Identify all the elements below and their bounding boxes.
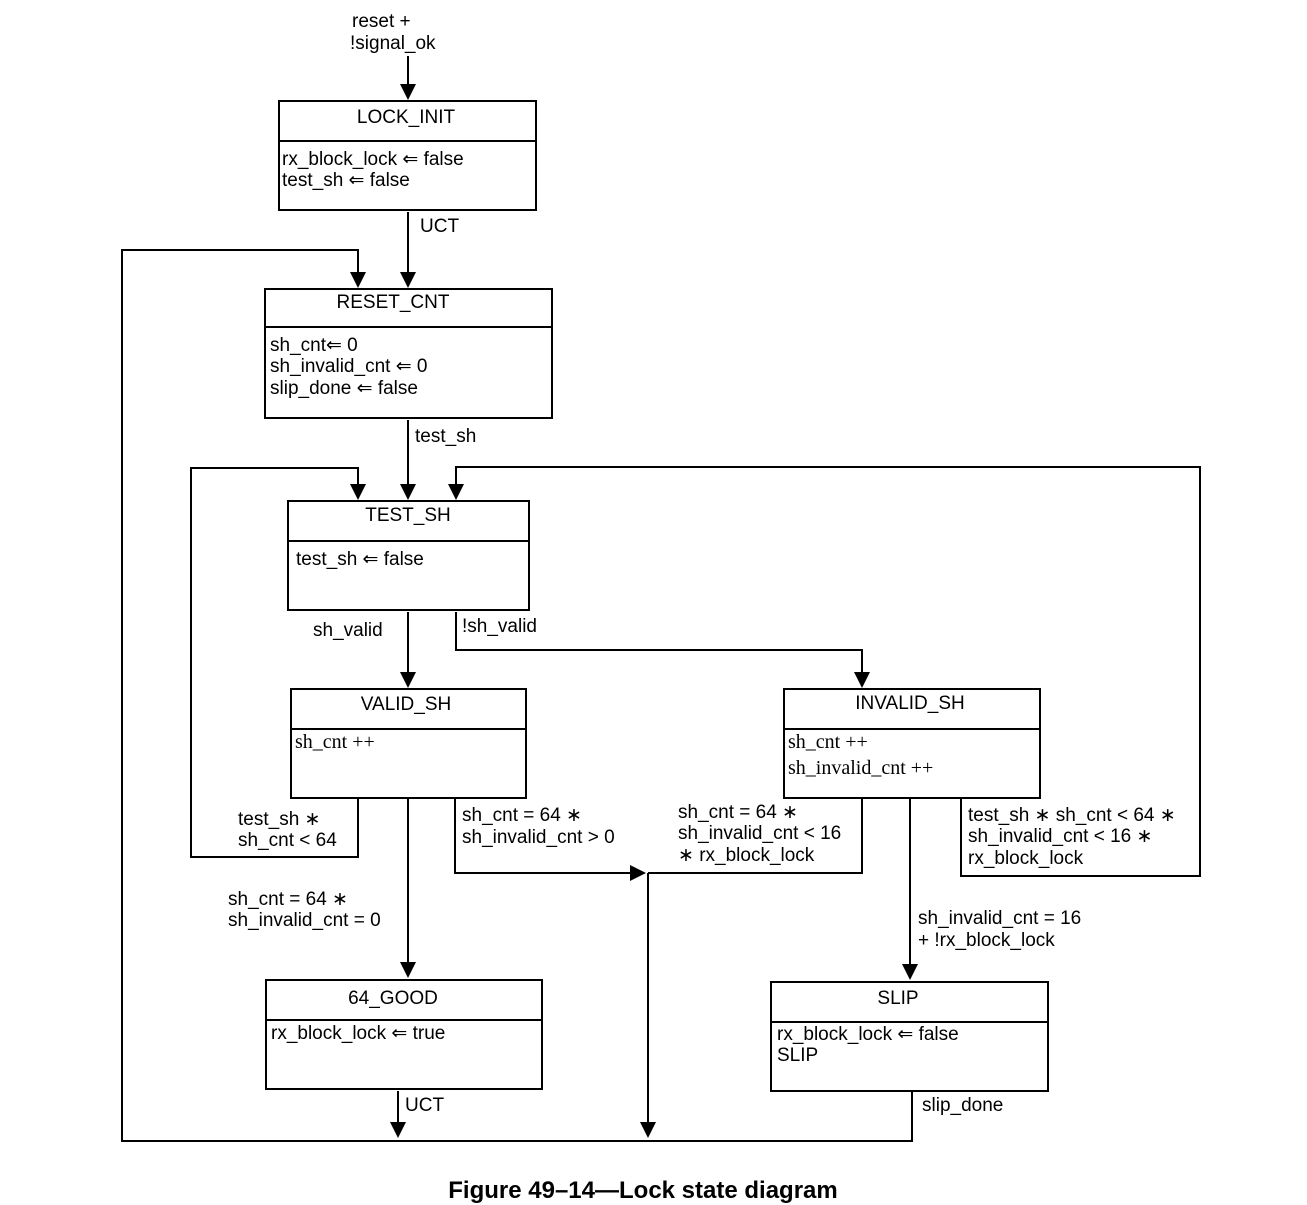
transition-label: sh_invalid_cnt = 0 xyxy=(228,910,381,931)
state-name: VALID_SH xyxy=(361,694,451,715)
state-name: RESET_CNT xyxy=(337,292,450,313)
transition-label: sh_cnt = 64 ∗ xyxy=(678,802,798,823)
transition-label: test_sh xyxy=(415,426,476,447)
state-name: INVALID_SH xyxy=(855,693,964,714)
transition-label: test_sh ∗ xyxy=(238,809,320,830)
state-action: rx_block_lock ⇐ false xyxy=(282,149,464,170)
figure-caption: Figure 49–14—Lock state diagram xyxy=(448,1177,837,1204)
state-action: sh_cnt ++ xyxy=(295,731,375,753)
state-action: sh_invalid_cnt ++ xyxy=(788,757,933,779)
transition-label: sh_valid xyxy=(313,620,383,641)
transition-label: UCT xyxy=(405,1095,444,1116)
transition-label: sh_invalid_cnt < 16 xyxy=(678,823,841,844)
state-slip: SLIP rx_block_lock ⇐ false SLIP xyxy=(770,981,1049,1092)
state-64-good: 64_GOOD rx_block_lock ⇐ true xyxy=(265,979,543,1090)
state-invalid-sh: INVALID_SH sh_cnt ++ sh_invalid_cnt ++ xyxy=(783,688,1041,799)
state-lock-init: LOCK_INIT rx_block_lock ⇐ false test_sh … xyxy=(278,100,537,211)
state-reset-cnt: RESET_CNT sh_cnt⇐ 0 sh_invalid_cnt ⇐ 0 s… xyxy=(264,288,553,419)
state-action: rx_block_lock ⇐ false xyxy=(777,1024,959,1045)
return-loop-to-reset-cnt xyxy=(121,249,913,1142)
transition-label: sh_cnt = 64 ∗ xyxy=(228,889,348,910)
transition-label: sh_invalid_cnt = 16 xyxy=(918,908,1081,929)
state-name: LOCK_INIT xyxy=(357,107,456,128)
state-action: sh_cnt⇐ 0 xyxy=(270,335,358,356)
transition-label: rx_block_lock xyxy=(968,848,1084,869)
state-action: slip_done ⇐ false xyxy=(270,378,418,399)
state-name: 64_GOOD xyxy=(348,988,438,1009)
state-action: SLIP xyxy=(777,1045,818,1066)
state-action: rx_block_lock ⇐ true xyxy=(271,1023,445,1044)
state-test-sh: TEST_SH test_sh ⇐ false xyxy=(287,500,530,611)
state-action: sh_invalid_cnt ⇐ 0 xyxy=(270,356,427,377)
transition-label: sh_cnt < 64 xyxy=(238,830,337,851)
transition-label: sh_cnt = 64 ∗ xyxy=(462,805,582,826)
state-action: test_sh ⇐ false xyxy=(282,170,410,191)
transition-label: sh_invalid_cnt < 16 ∗ xyxy=(968,826,1152,847)
state-action: sh_cnt ++ xyxy=(788,731,868,753)
entry-condition-line1: reset + xyxy=(352,11,411,32)
transition-label: slip_done xyxy=(922,1095,1003,1116)
transition-label: !sh_valid xyxy=(462,616,537,637)
state-name: TEST_SH xyxy=(365,505,451,526)
transition-label: UCT xyxy=(420,216,459,237)
transition-label: test_sh ∗ sh_cnt < 64 ∗ xyxy=(968,805,1176,826)
entry-arrowhead xyxy=(400,84,416,100)
transition-label: sh_invalid_cnt > 0 xyxy=(462,827,615,848)
transition-label: ∗ rx_block_lock xyxy=(678,845,815,866)
transition-label: + !rx_block_lock xyxy=(918,930,1055,951)
state-name: SLIP xyxy=(877,988,918,1009)
state-valid-sh: VALID_SH sh_cnt ++ xyxy=(290,688,527,799)
state-action: test_sh ⇐ false xyxy=(296,549,424,570)
entry-condition-line2: !signal_ok xyxy=(350,33,436,54)
